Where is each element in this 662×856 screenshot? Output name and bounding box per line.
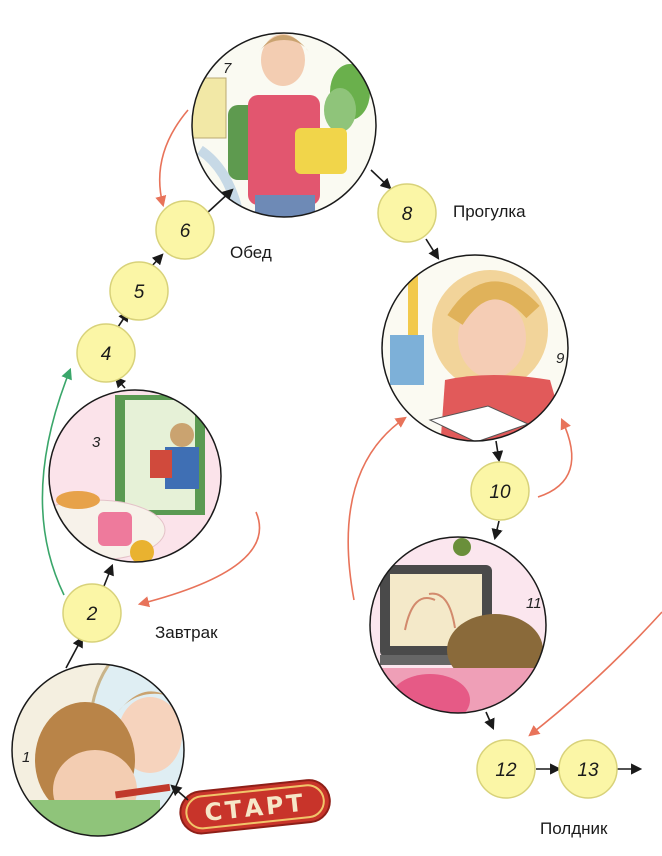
label-breakfast: Завтрак bbox=[155, 623, 218, 642]
return-arrows bbox=[41, 109, 662, 737]
picture-3-number: 3 bbox=[92, 434, 101, 451]
picture-1-number: 1 bbox=[22, 749, 30, 766]
picture-1-brushing-teeth: 1 bbox=[11, 663, 185, 837]
step-5-label: 5 bbox=[134, 282, 145, 303]
step-10: 10 bbox=[470, 461, 530, 521]
step-12-label: 12 bbox=[495, 760, 517, 781]
picture-9-girl-reading: 9 bbox=[381, 254, 569, 442]
picture-7-number: 7 bbox=[223, 60, 232, 77]
step-13-label: 13 bbox=[577, 760, 599, 781]
step-8: 8 bbox=[377, 183, 437, 243]
picture-11-number: 11 bbox=[526, 595, 542, 612]
path-arrows bbox=[65, 169, 643, 801]
start-banner: СТАРТ bbox=[179, 779, 331, 835]
step-6: 6 bbox=[155, 200, 215, 260]
label-snack: Полдник bbox=[540, 819, 608, 838]
step-2-label: 2 bbox=[86, 604, 98, 625]
step-13: 13 bbox=[558, 739, 618, 799]
step-10-label: 10 bbox=[489, 482, 511, 503]
picture-9-number: 9 bbox=[556, 350, 565, 367]
step-6-label: 6 bbox=[180, 221, 191, 242]
picture-11-watching-tv: 11 bbox=[369, 536, 547, 714]
step-5: 5 bbox=[109, 261, 169, 321]
step-2: 2 bbox=[62, 583, 122, 643]
label-walk: Прогулка bbox=[453, 202, 526, 221]
step-4-label: 4 bbox=[101, 344, 112, 365]
step-12: 12 bbox=[476, 739, 536, 799]
picture-7-boy-with-backpack: 7 bbox=[191, 32, 377, 218]
step-8-label: 8 bbox=[402, 204, 413, 225]
step-4: 4 bbox=[76, 323, 136, 383]
label-lunch: Обед bbox=[230, 243, 272, 262]
